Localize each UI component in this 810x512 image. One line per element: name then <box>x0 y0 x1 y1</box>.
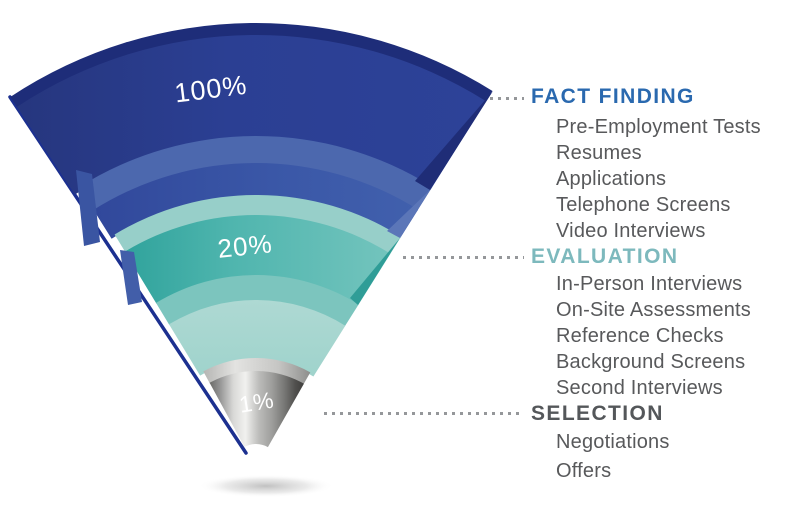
funnel-percent-1: 1% <box>237 387 276 418</box>
stage-item: Video Interviews <box>556 220 706 242</box>
funnel-band-gray-1 <box>209 371 304 448</box>
stage-item: On-Site Assessments <box>556 299 751 321</box>
stage-heading-evaluation: EVALUATION <box>531 245 679 268</box>
stage-item: Applications <box>556 168 667 190</box>
funnel-band-blue-top-edge <box>79 136 433 212</box>
stage-items-selection: Negotiations Offers <box>556 428 670 485</box>
stage-heading-fact-finding: FACT FINDING <box>531 85 695 108</box>
funnel-right-fold-navy <box>415 91 493 190</box>
stage-items-fact-finding: Pre-Employment Tests Resumes Application… <box>556 114 761 244</box>
stage-item: Reference Checks <box>556 325 724 347</box>
stage-item: Pre-Employment Tests <box>556 116 761 138</box>
stage-item: Second Interviews <box>556 377 723 399</box>
stage-item: Telephone Screens <box>556 194 731 216</box>
stage-item: Offers <box>556 459 612 482</box>
dotted-leader-fact-finding <box>490 97 524 100</box>
funnel-band-pale-teal <box>169 300 346 377</box>
funnel-left-step-notch-teal <box>120 250 142 305</box>
funnel-right-fold-blue <box>387 190 430 238</box>
stage-item: Background Screens <box>556 351 746 373</box>
stage-item: Negotiations <box>556 431 670 453</box>
dotted-leader-selection <box>324 412 524 415</box>
funnel-right-fold-teal <box>350 238 400 305</box>
funnel-band-navy-100 <box>17 34 487 195</box>
stage-items-evaluation: In-Person Interviews On-Site Assessments… <box>556 271 751 401</box>
funnel-ground-shadow <box>198 474 334 498</box>
stage-item: Resumes <box>556 142 642 164</box>
funnel-band-blue <box>93 162 419 239</box>
funnel-band-teal-rim <box>114 194 402 255</box>
stage-heading-selection: SELECTION <box>531 402 664 425</box>
funnel-left-step-notch-blue <box>76 170 100 246</box>
funnel-band-teal-20 <box>124 215 391 306</box>
funnel-band-top-rim <box>10 22 493 111</box>
stage-item: In-Person Interviews <box>556 273 743 295</box>
funnel-percent-20: 20% <box>216 228 274 264</box>
dotted-leader-evaluation <box>403 256 524 259</box>
